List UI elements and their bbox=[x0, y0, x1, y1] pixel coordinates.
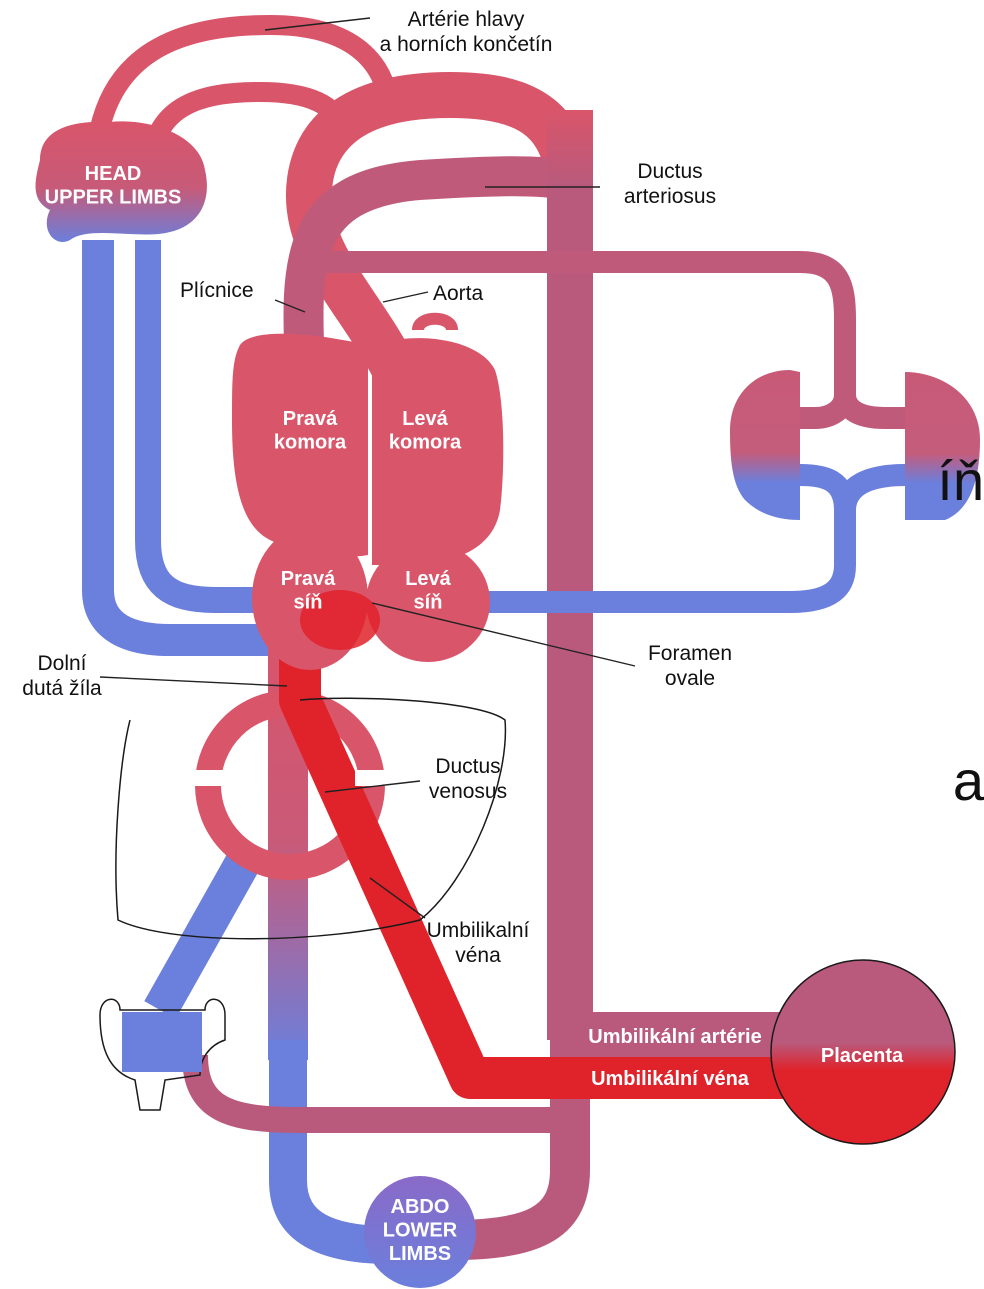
pulmonary-vein-branch bbox=[845, 475, 905, 510]
label-right-atrium-line-1: Pravá bbox=[281, 568, 336, 590]
right-lung bbox=[730, 370, 800, 520]
label-plicnice-line-1: Plícnice bbox=[180, 279, 254, 302]
liver-ring-gap-right bbox=[355, 770, 395, 786]
label-foramen-ovale-line-2: ovale bbox=[665, 667, 715, 690]
label-head-upper-limbs-line-1: HEAD bbox=[85, 163, 142, 185]
label-left-ventricle-line-2: komora bbox=[389, 432, 462, 454]
label-umbilical-vein: Umbilikální véna bbox=[591, 1068, 750, 1090]
mesenteric-vein bbox=[160, 850, 250, 1010]
cropped-text-bottom: a bbox=[953, 749, 984, 812]
leader-dolni-duta-zila bbox=[100, 677, 287, 686]
cropped-text-top-line-1: íň bbox=[937, 449, 984, 512]
intestine-venous-fill bbox=[122, 1012, 202, 1072]
cropped-text-top: íň bbox=[937, 449, 984, 512]
label-right-ventricle-line-1: Pravá bbox=[283, 408, 338, 430]
label-head-arteries-line-1: Artérie hlavy bbox=[408, 8, 525, 31]
label-abdo-lower-limbs-line-3: LIMBS bbox=[389, 1243, 451, 1265]
label-placenta-line-1: Placenta bbox=[821, 1045, 904, 1067]
leader-aorta bbox=[383, 292, 428, 302]
label-abdo-lower-limbs-line-2: LOWER bbox=[383, 1220, 458, 1242]
label-umbilikalni-vena-line-1: Umbilikalní bbox=[427, 919, 530, 942]
label-ductus-venosus-line-1: Ductus bbox=[435, 755, 500, 778]
label-right-ventricle-line-2: komora bbox=[274, 432, 347, 454]
label-aorta: Aorta bbox=[433, 282, 484, 305]
label-ductus-arteriosus-line-1: Ductus bbox=[637, 160, 702, 183]
label-left-ventricle-line-1: Levá bbox=[402, 408, 448, 430]
label-umbilical-arteries-line-1: Umbilikální artérie bbox=[588, 1026, 761, 1048]
aorta-loop bbox=[418, 319, 452, 330]
label-placenta: Placenta bbox=[821, 1045, 904, 1067]
label-aorta-line-1: Aorta bbox=[433, 282, 484, 305]
label-plicnice: Plícnice bbox=[180, 279, 254, 302]
label-right-atrium-line-2: síň bbox=[294, 592, 323, 614]
label-umbilical-arteries: Umbilikální artérie bbox=[588, 1026, 761, 1048]
label-abdo-lower-limbs-line-1: ABDO bbox=[391, 1196, 450, 1218]
label-umbilikalni-vena-line-2: véna bbox=[455, 944, 501, 967]
label-ductus-arteriosus-line-2: arteriosus bbox=[624, 185, 716, 208]
cropped-text-bottom-line-1: a bbox=[953, 749, 984, 812]
label-left-atrium-line-2: síň bbox=[414, 592, 443, 614]
liver-ring-gap-left bbox=[185, 770, 225, 786]
label-dolni-duta-zila-line-1: Dolní bbox=[37, 652, 86, 675]
pulmonary-artery-branch bbox=[845, 395, 905, 418]
label-left-atrium-line-1: Levá bbox=[405, 568, 451, 590]
label-ductus-venosus-line-2: venosus bbox=[429, 780, 507, 803]
label-foramen-ovale-line-1: Foramen bbox=[648, 642, 732, 665]
label-head-arteries-line-2: a horních končetín bbox=[380, 33, 553, 56]
label-head-upper-limbs-line-2: UPPER LIMBS bbox=[45, 187, 182, 209]
label-umbilical-vein-line-1: Umbilikální véna bbox=[591, 1068, 750, 1090]
label-dolni-duta-zila-line-2: dutá žíla bbox=[22, 677, 102, 700]
descending-aorta bbox=[547, 110, 593, 1040]
aortic-arch bbox=[309, 95, 570, 370]
